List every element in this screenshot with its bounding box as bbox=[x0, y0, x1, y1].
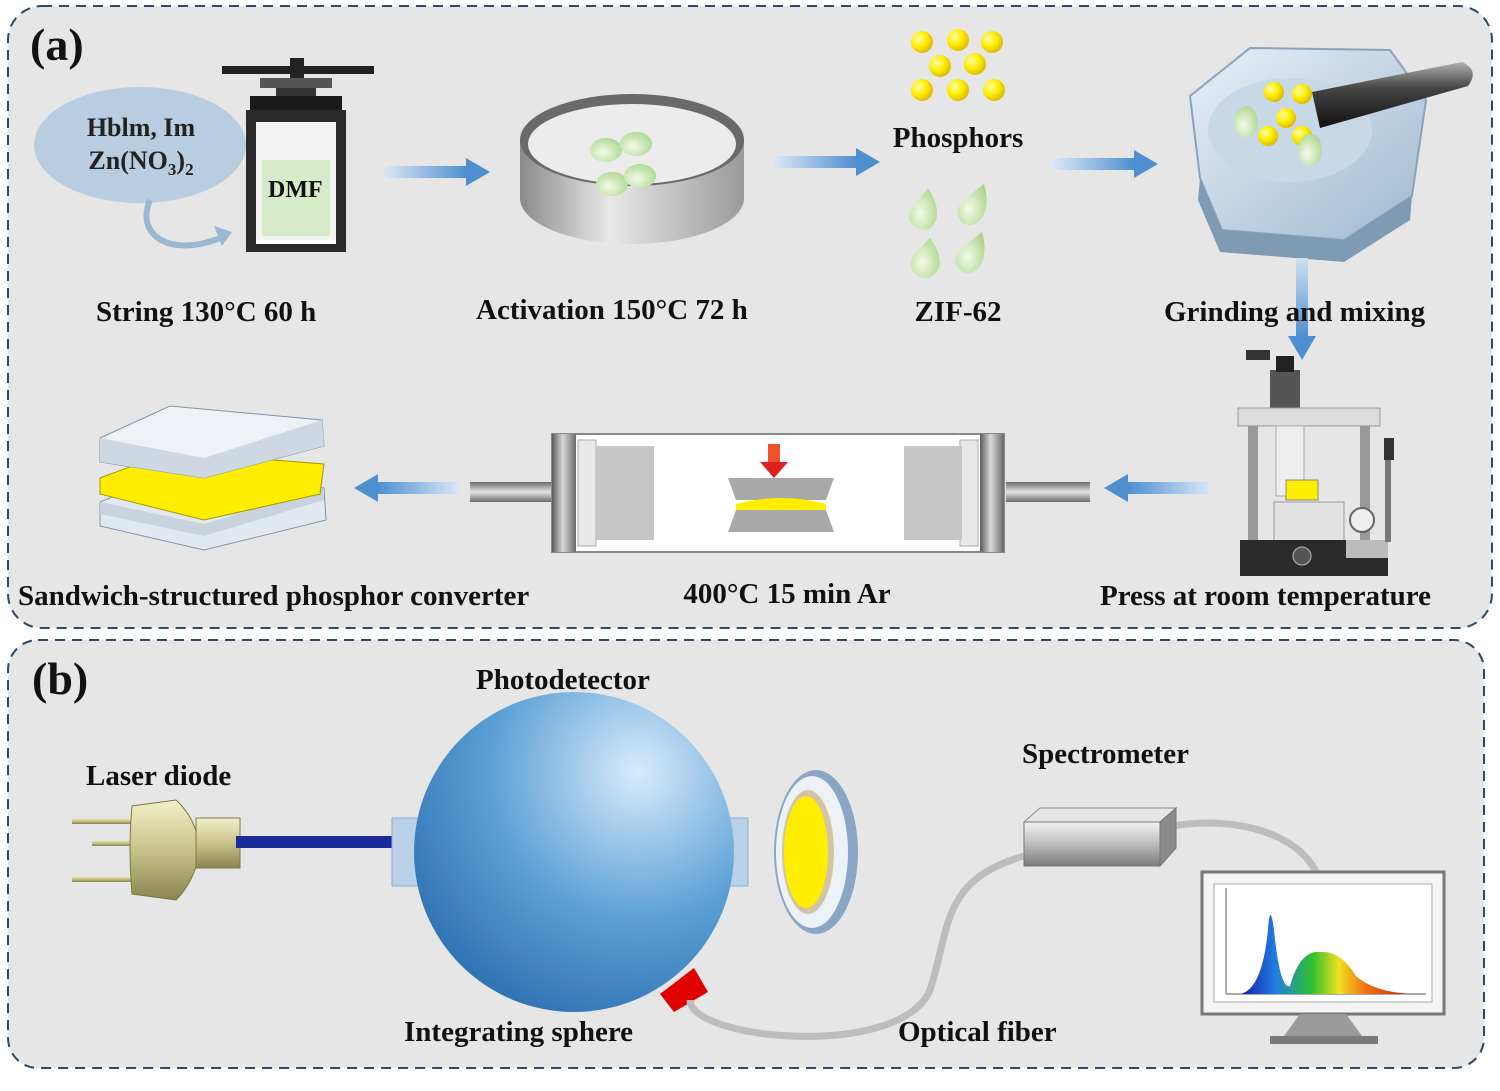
arrow-3 bbox=[1052, 150, 1158, 178]
dmf-label: DMF bbox=[268, 177, 323, 203]
spectrometer-icon bbox=[1022, 806, 1178, 868]
laser-diode-label: Laser diode bbox=[86, 760, 232, 792]
integrating-sphere-label: Integrating sphere bbox=[404, 1016, 634, 1048]
reagents-label: Hblm, Im Zn(NO3)2 bbox=[56, 112, 226, 180]
reagents-bubble bbox=[34, 87, 246, 249]
arrow-left-1 bbox=[1104, 474, 1210, 502]
phosphor-particles-icon bbox=[911, 29, 1005, 101]
step-grinding-label: Grinding and mixing bbox=[1164, 296, 1426, 328]
autoclave-icon bbox=[222, 58, 374, 252]
monitor-icon bbox=[1200, 870, 1446, 1044]
step-string-label: String 130°C 60 h bbox=[96, 296, 317, 328]
panel-b-letter: (b) bbox=[32, 653, 89, 704]
step-heat-label: 400°C 15 min Ar bbox=[683, 578, 891, 610]
spectrometer-label: Spectrometer bbox=[1022, 738, 1189, 770]
optical-fiber bbox=[686, 852, 1025, 1040]
optical-fiber-label: Optical fiber bbox=[898, 1016, 1057, 1048]
reagents-line2: Zn(NO3)2 bbox=[88, 145, 194, 179]
panel-a bbox=[7, 5, 1493, 629]
arrow-1 bbox=[384, 158, 490, 186]
mortar-pestle-icon bbox=[1188, 46, 1473, 262]
laser-fiber bbox=[236, 836, 394, 848]
tube-furnace-icon bbox=[470, 433, 1090, 553]
hydraulic-press-icon bbox=[1237, 350, 1394, 576]
panel-b bbox=[7, 639, 1485, 1069]
step-press-label: Press at room temperature bbox=[1100, 580, 1431, 612]
step-product-label: Sandwich-structured phosphor converter bbox=[18, 580, 530, 612]
petri-dish-icon bbox=[520, 94, 744, 244]
arrow-2 bbox=[774, 148, 880, 176]
arrow-left-2 bbox=[354, 474, 460, 502]
phosphors-label: Phosphors bbox=[892, 122, 1024, 154]
laser-diode-icon bbox=[72, 799, 241, 901]
integrating-sphere-icon bbox=[391, 692, 749, 1012]
sandwich-converter-icon bbox=[99, 405, 327, 551]
step-activation-label: Activation 150°C 72 h bbox=[476, 294, 748, 326]
arrow-down bbox=[1288, 258, 1316, 360]
reagents-line1: Hblm, Im bbox=[86, 113, 196, 142]
photodetector-label: Photodetector bbox=[476, 664, 650, 696]
zif-drops-icon bbox=[909, 184, 987, 278]
panel-a-letter: (a) bbox=[30, 19, 84, 70]
zif-label: ZIF-62 bbox=[914, 296, 1002, 328]
sample-disk-icon bbox=[774, 770, 858, 934]
